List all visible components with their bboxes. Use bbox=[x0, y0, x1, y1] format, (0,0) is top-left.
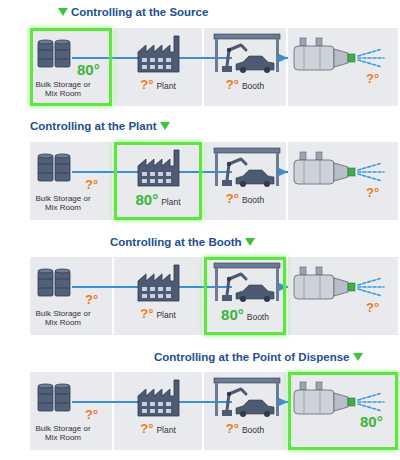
stage-caption: 80°Plant bbox=[114, 192, 202, 207]
temperature-value: ?° bbox=[140, 422, 153, 435]
stage-box: ?° bbox=[288, 28, 398, 106]
stage-label: Plant bbox=[156, 81, 175, 91]
stage-label: Booth bbox=[242, 195, 264, 205]
stage-box: Bulk Storage or Mix Room ?° bbox=[30, 142, 112, 220]
stage-box: ?°Plant bbox=[114, 372, 202, 450]
temperature-value: ?° bbox=[140, 307, 153, 320]
stage-caption: ?°Plant bbox=[114, 78, 202, 91]
temperature-value: ?° bbox=[226, 422, 239, 435]
temperature-value: ?° bbox=[226, 192, 239, 205]
panel-heading-text: Controlling at the Point of Dispense bbox=[154, 351, 350, 363]
stage-box: 80°Booth bbox=[204, 257, 286, 335]
stage-box: ?°Plant bbox=[114, 257, 202, 335]
stage-box: ?°Booth bbox=[204, 372, 286, 450]
temperature-value: 80° bbox=[360, 414, 383, 429]
stage-caption: ?°Booth bbox=[204, 192, 286, 205]
temperature-value: 80° bbox=[135, 192, 158, 207]
marker-triangle bbox=[58, 8, 68, 16]
temperature-value: ?° bbox=[85, 408, 98, 421]
stage-box: 80° bbox=[288, 372, 398, 450]
stage-label: Bulk Storage or Mix Room bbox=[31, 194, 95, 212]
stage-row bbox=[30, 142, 398, 220]
stage-box: ?°Plant bbox=[114, 28, 202, 106]
stage-box: ?°Booth bbox=[204, 142, 286, 220]
stage-label: Bulk Storage or Mix Room bbox=[31, 424, 95, 442]
temperature-value: ?° bbox=[85, 293, 98, 306]
panel-heading-text: Controlling at the Source bbox=[71, 6, 208, 18]
stage-label: Bulk Storage or Mix Room bbox=[31, 309, 95, 327]
temperature-value: ?° bbox=[366, 301, 379, 314]
marker-triangle bbox=[160, 122, 170, 130]
stage-label: Plant bbox=[156, 310, 175, 320]
temperature-value: ?° bbox=[366, 186, 379, 199]
stage-box: ?° bbox=[288, 142, 398, 220]
stage-label: Booth bbox=[242, 81, 264, 91]
flow-arrow bbox=[286, 171, 288, 173]
stage-label: Booth bbox=[242, 425, 264, 435]
temperature-value: ?° bbox=[85, 178, 98, 191]
marker-triangle bbox=[353, 353, 363, 361]
flow-arrow bbox=[286, 286, 288, 288]
stage-label: Plant bbox=[156, 425, 175, 435]
flow-arrow bbox=[112, 171, 114, 173]
flow-arrow bbox=[112, 57, 114, 59]
panel-heading-text: Controlling at the Plant bbox=[30, 120, 157, 132]
flow-arrow bbox=[112, 286, 114, 288]
stage-box: ?°Booth bbox=[204, 28, 286, 106]
temperature-value: ?° bbox=[366, 72, 379, 85]
stage-row bbox=[30, 372, 398, 450]
stage-box: 80°Plant bbox=[114, 142, 202, 220]
temperature-value: 80° bbox=[221, 307, 244, 322]
stage-row bbox=[30, 28, 398, 106]
stage-caption: ?°Booth bbox=[204, 78, 286, 91]
stage-box: Bulk Storage or Mix Room ?° bbox=[30, 257, 112, 335]
flow-arrow bbox=[202, 57, 204, 59]
stage-box: Bulk Storage or Mix Room ?° bbox=[30, 372, 112, 450]
temperature-value: ?° bbox=[140, 78, 153, 91]
flow-arrow bbox=[202, 286, 204, 288]
stage-label: Booth bbox=[247, 312, 269, 322]
stage-row bbox=[30, 257, 398, 335]
temperature-value: ?° bbox=[226, 78, 239, 91]
flow-arrow bbox=[202, 401, 204, 403]
panel-heading: Controlling at the Plant bbox=[30, 120, 170, 132]
panel-heading: Controlling at the Booth bbox=[110, 236, 255, 248]
stage-label: Bulk Storage or Mix Room bbox=[31, 80, 95, 98]
panel-heading: Controlling at the Point of Dispense bbox=[154, 351, 363, 363]
flow-arrow bbox=[112, 401, 114, 403]
stage-caption: ?°Plant bbox=[114, 307, 202, 320]
stage-caption: ?°Plant bbox=[114, 422, 202, 435]
stage-caption: ?°Booth bbox=[204, 422, 286, 435]
marker-triangle bbox=[245, 238, 255, 246]
stage-box: ?° bbox=[288, 257, 398, 335]
stage-label: Plant bbox=[161, 197, 180, 207]
stage-caption: 80°Booth bbox=[204, 307, 286, 322]
flow-arrow bbox=[202, 171, 204, 173]
panel-heading: Controlling at the Source bbox=[58, 6, 208, 18]
temperature-value: 80° bbox=[77, 62, 100, 77]
flow-arrow bbox=[286, 401, 288, 403]
flow-arrow bbox=[286, 57, 288, 59]
stage-box: Bulk Storage or Mix Room 80° bbox=[30, 28, 112, 106]
panel-heading-text: Controlling at the Booth bbox=[110, 236, 242, 248]
